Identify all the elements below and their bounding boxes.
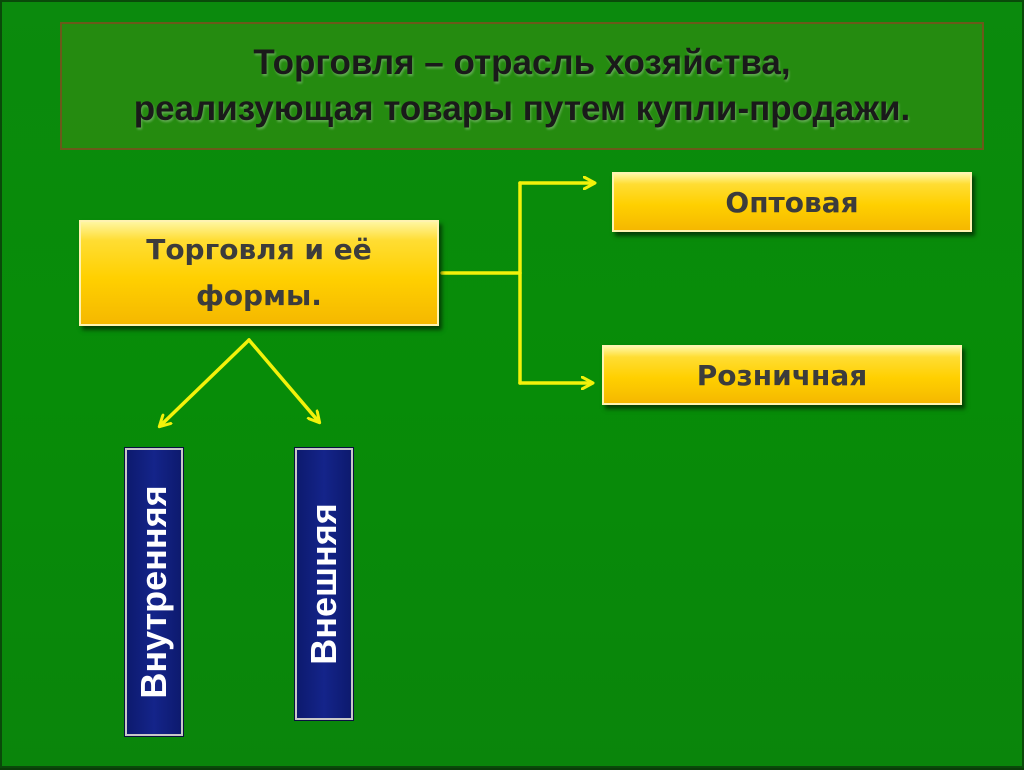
node-foreign-label: Внешняя: [303, 503, 344, 665]
main-node-trade-forms: Торговля и её формы.: [79, 220, 439, 326]
node-wholesale-label: Оптовая: [725, 185, 859, 219]
node-foreign: Внешняя: [294, 447, 354, 721]
node-domestic: Внутренняя: [124, 447, 184, 737]
main-node-line-1: Торговля и её: [146, 233, 372, 266]
node-domestic-label: Внутренняя: [133, 485, 174, 699]
node-retail: Розничная: [602, 345, 962, 405]
title-box: Торговля – отрасль хозяйства, реализующа…: [60, 22, 984, 150]
node-retail-label: Розничная: [696, 358, 868, 392]
arrow-to-domestic: [160, 338, 251, 426]
title-line-2: реализующая товары путем купли-продажи.: [133, 89, 911, 128]
node-wholesale: Оптовая: [612, 172, 972, 232]
title-line-1: Торговля – отрасль хозяйства,: [253, 43, 791, 82]
main-node-line-2: формы.: [196, 279, 322, 312]
arrow-to-foreign: [247, 338, 319, 422]
